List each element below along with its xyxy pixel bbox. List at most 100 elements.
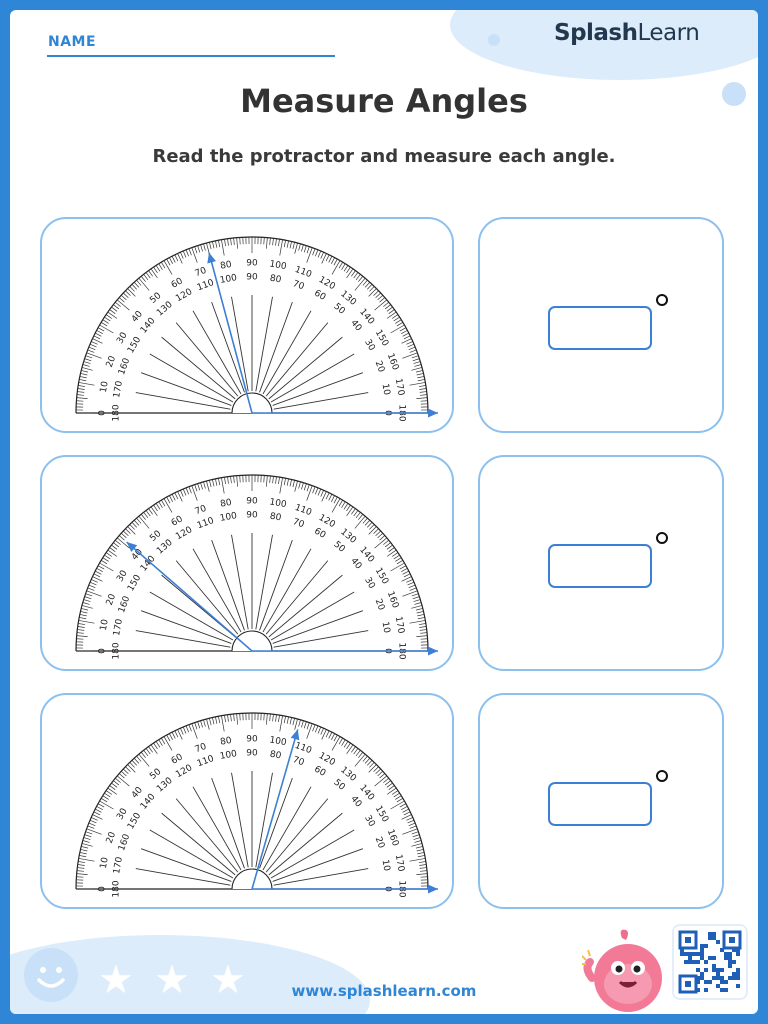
qr-module (736, 976, 740, 980)
tick (317, 250, 322, 258)
tick (150, 506, 158, 517)
tick (417, 852, 425, 855)
tick (312, 248, 316, 256)
tick (233, 475, 235, 483)
answer-box-1[interactable] (548, 306, 652, 350)
tick (116, 537, 130, 549)
tick (346, 504, 351, 512)
inner-scale-label: 90 (246, 749, 258, 759)
inner-scale-label: 60 (312, 764, 327, 779)
tick (402, 570, 409, 575)
tick (82, 840, 90, 843)
protractor-card-3: 1800170101602015030140401305012060110701… (40, 693, 454, 909)
tick (346, 266, 351, 274)
outer-scale-label: 70 (194, 504, 208, 517)
ray (140, 848, 232, 882)
qr-module (728, 976, 732, 980)
tick (91, 579, 98, 583)
tick (320, 728, 324, 735)
inner-scale-label: 170 (112, 618, 125, 637)
tick (82, 602, 90, 605)
tick (358, 276, 364, 282)
tick (414, 602, 422, 605)
tick (81, 608, 89, 611)
tick (227, 714, 229, 722)
tick (388, 785, 395, 790)
tick (377, 770, 384, 777)
tick (236, 475, 238, 487)
footer-url[interactable]: www.splashlearn.com (291, 982, 477, 1000)
tick (292, 242, 295, 250)
tick (303, 483, 307, 491)
tick (383, 777, 389, 783)
tick (185, 249, 190, 257)
qr-module (688, 952, 692, 956)
arrowhead-icon (290, 729, 300, 741)
tick (354, 515, 366, 529)
qr-module (696, 988, 700, 992)
tick (362, 517, 368, 524)
outer-scale-label: 50 (148, 291, 163, 306)
tick (116, 775, 130, 787)
tick (353, 510, 359, 517)
tick (171, 256, 176, 263)
tick (158, 263, 163, 270)
tick (338, 737, 343, 745)
tick (79, 614, 87, 617)
tick (379, 773, 386, 779)
tick (278, 477, 280, 485)
tick (406, 579, 413, 583)
tick (331, 260, 341, 275)
tick (85, 831, 93, 835)
answer-box-2[interactable] (548, 544, 652, 588)
qr-code-icon[interactable] (674, 926, 746, 998)
tick (140, 276, 146, 282)
tick (314, 725, 319, 733)
ray (272, 610, 364, 644)
tick (292, 480, 295, 488)
tick (331, 498, 341, 513)
tick (78, 385, 86, 387)
qr-module (704, 968, 708, 972)
tick (215, 240, 218, 248)
tick (161, 737, 166, 745)
tick (368, 526, 377, 535)
tick (402, 352, 418, 359)
tick (411, 355, 419, 359)
outer-scale-label: 60 (170, 276, 185, 291)
answer-box-3[interactable] (548, 782, 652, 826)
qr-module (732, 948, 736, 952)
tick (85, 355, 93, 359)
inner-scale-label: 100 (219, 749, 238, 762)
tick (92, 576, 103, 582)
tick (393, 554, 400, 560)
tick (145, 272, 151, 279)
tick (233, 713, 235, 721)
tick (100, 798, 108, 803)
ray (231, 772, 249, 868)
protractor-3: 1800170101602015030140401305012060110701… (75, 712, 438, 898)
tick (76, 635, 88, 637)
ray (231, 534, 249, 630)
qr-module (736, 972, 740, 976)
mascot-icon (580, 928, 672, 1014)
tick (294, 242, 298, 254)
tick (79, 617, 87, 620)
tick (374, 299, 388, 311)
qr-module (736, 952, 740, 956)
tick (354, 277, 366, 291)
tick (275, 714, 277, 722)
tick (163, 736, 173, 751)
qr-module (724, 988, 728, 992)
tick (120, 532, 127, 539)
page-title: Measure Angles (240, 82, 528, 120)
name-line[interactable] (47, 55, 335, 57)
tick (161, 261, 166, 269)
tick (203, 719, 206, 727)
tick (158, 739, 163, 746)
tick (420, 394, 428, 396)
tick (418, 623, 426, 625)
qr-module (736, 948, 740, 952)
tick (289, 717, 292, 725)
tick (402, 828, 418, 835)
